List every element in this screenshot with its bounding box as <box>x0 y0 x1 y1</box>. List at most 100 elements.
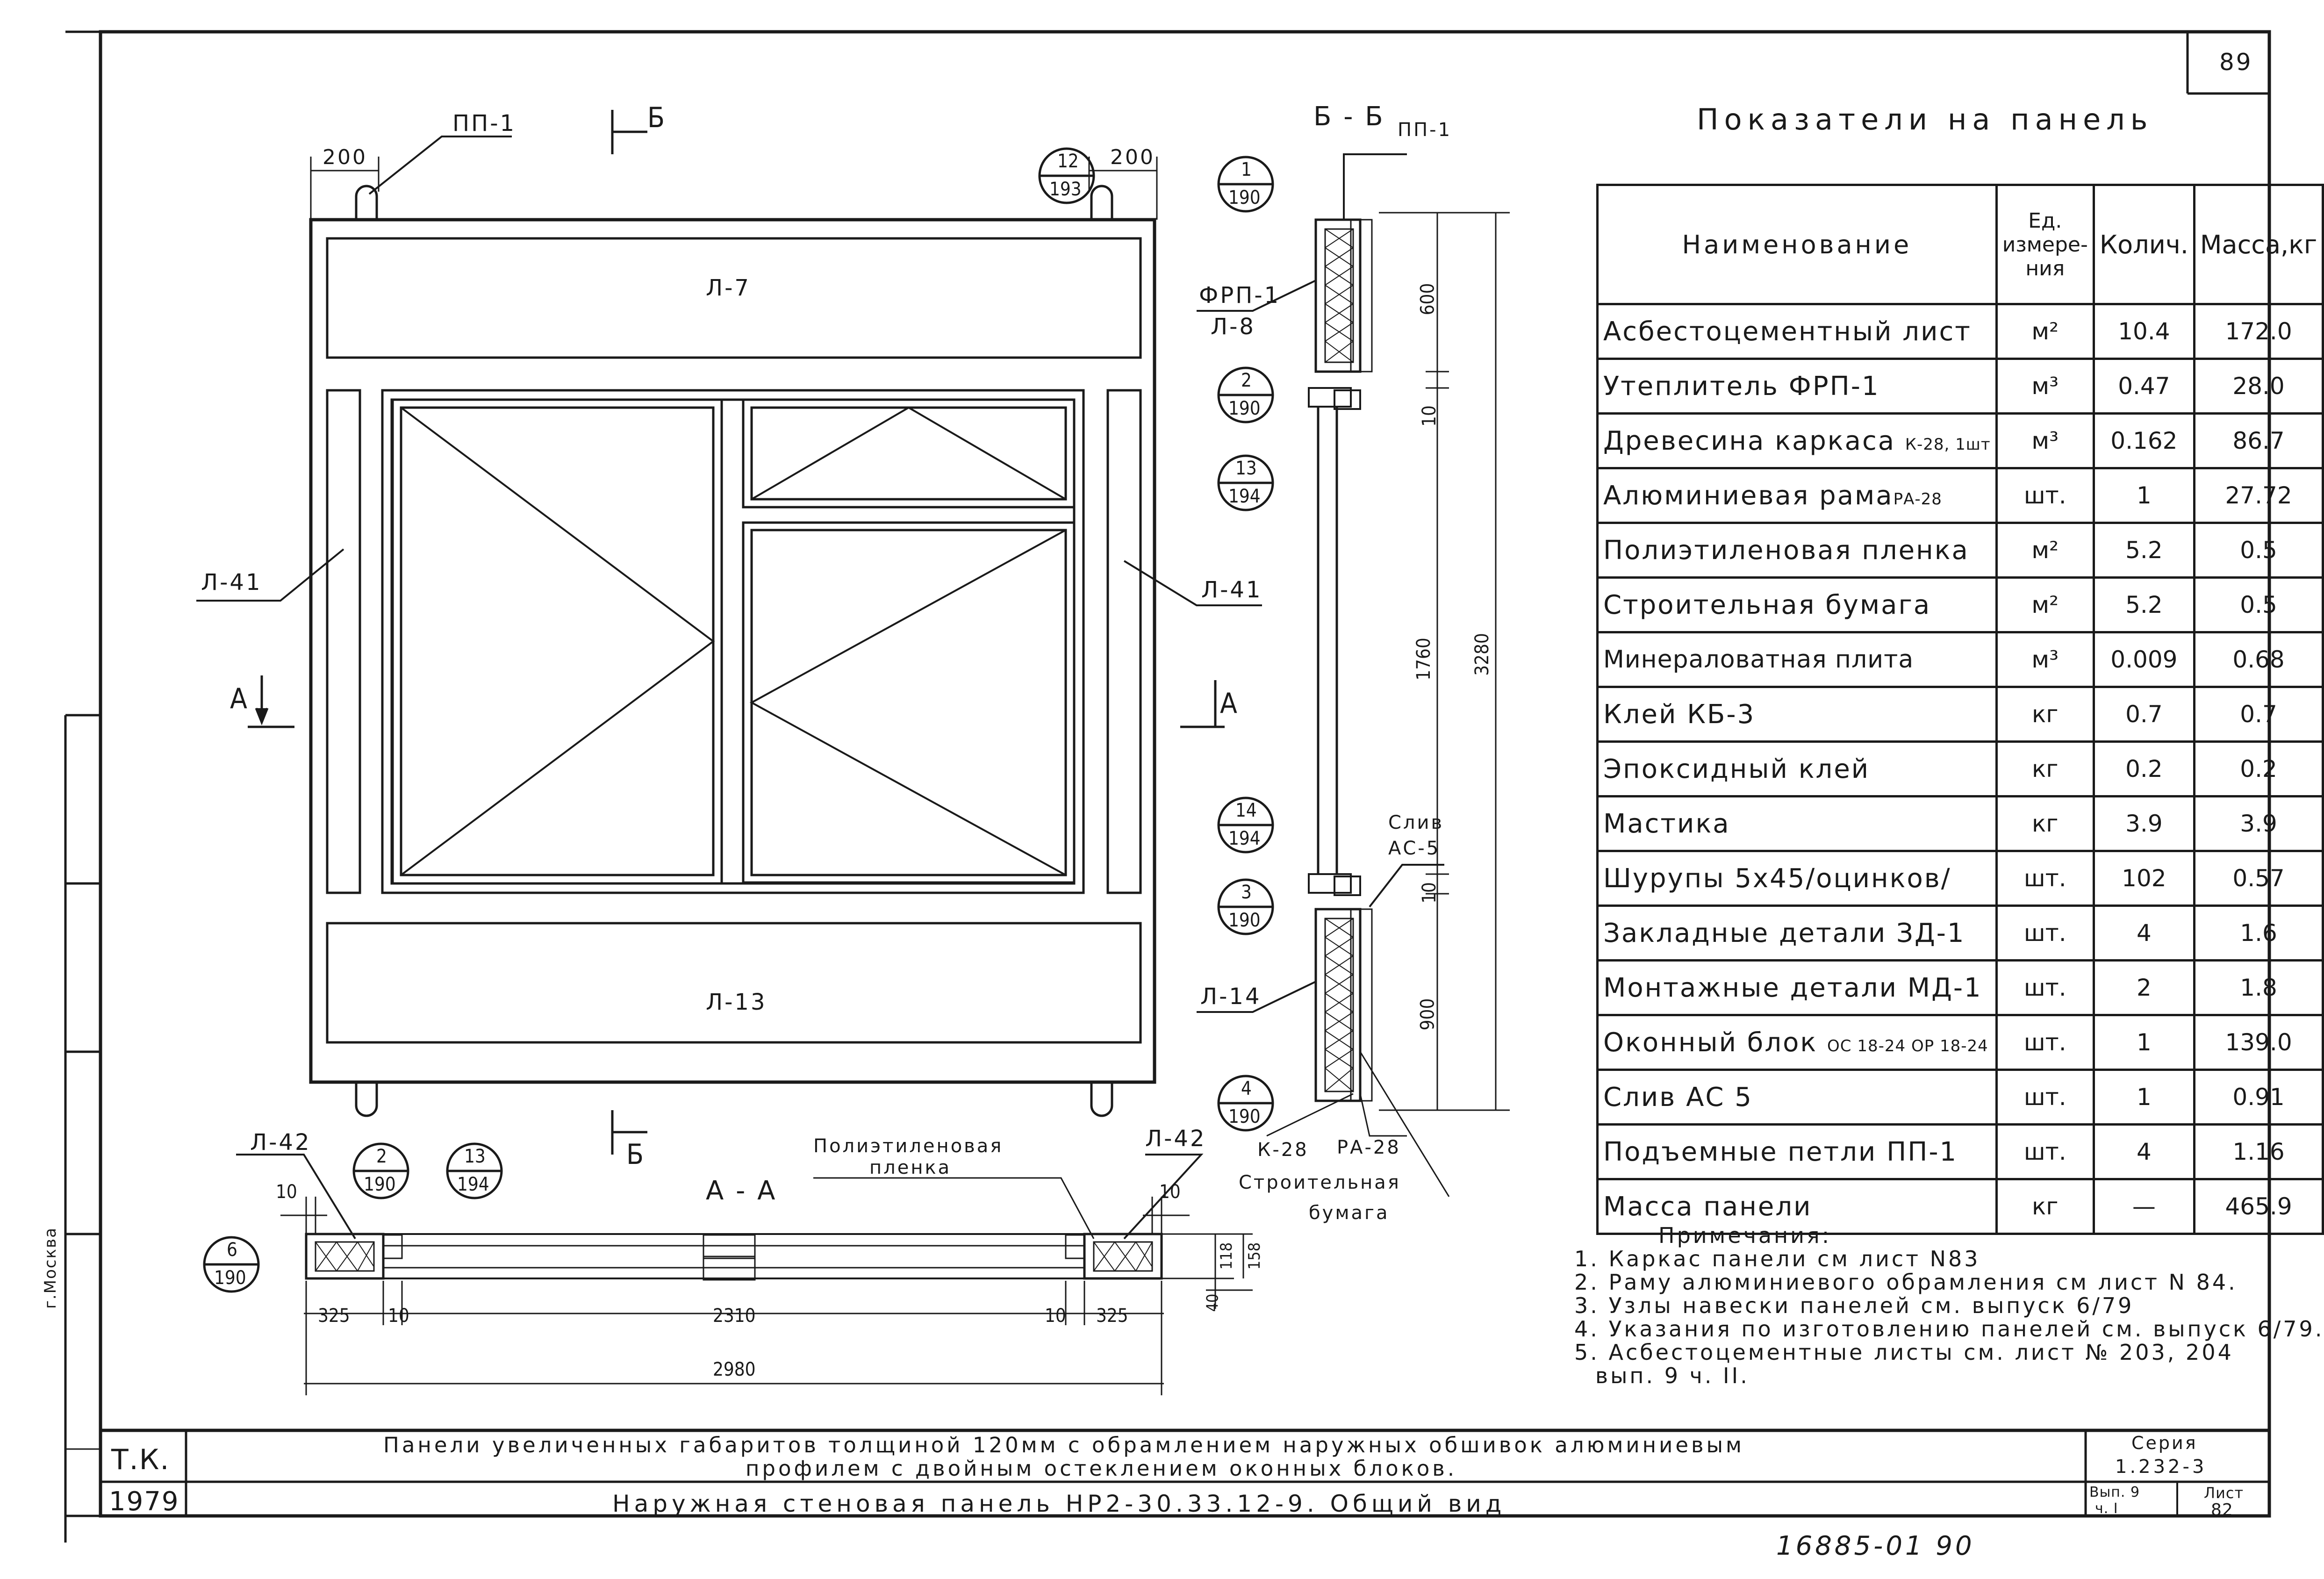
title-block-org: Т.К. <box>111 1443 170 1476</box>
row-name: Оконный блок <box>1603 1027 1818 1058</box>
section-aa-title: А - А <box>706 1176 777 1206</box>
sheet-value: 82 <box>2211 1500 2233 1520</box>
section-bb-k28: К-28 <box>1257 1139 1309 1161</box>
section-bb-ac5: АС-5 <box>1388 838 1441 859</box>
row-sub: К-28, 1шт <box>1905 435 1991 454</box>
row-name: Алюминиевая рама <box>1603 480 1894 511</box>
note-item: 1. Каркас панели см лист N83 <box>1574 1246 1980 1271</box>
note-item: 2. Раму алюминиевого обрамления см лист … <box>1574 1270 2238 1295</box>
table-header-row: Наименование Ед. измере-ния Колич. Масса… <box>1596 184 2324 305</box>
dim-325-left: 325 <box>318 1305 350 1327</box>
dim-10-top: 10 <box>1418 405 1440 427</box>
note-item: вып. 9 ч. II. <box>1595 1363 1750 1388</box>
section-bb-ra28: РА-28 <box>1337 1137 1401 1158</box>
callout-num: 2 <box>1241 370 1252 391</box>
sheet-number-top: 89 <box>2219 49 2253 76</box>
callout-num: 3 <box>1241 882 1252 903</box>
dim-2980: 2980 <box>713 1359 756 1380</box>
callout-den: 194 <box>1228 828 1261 849</box>
note-item: 4. Указания по изготовлению панелей см. … <box>1574 1316 2324 1342</box>
section-bb-pp1: ПП-1 <box>1398 119 1452 141</box>
callout-den: 190 <box>1228 1106 1261 1127</box>
dim-2310: 2310 <box>713 1305 756 1327</box>
title-line-2: профилем с двойным остеклением оконных б… <box>746 1456 1457 1481</box>
notes-title: Примечания: <box>1658 1223 1832 1248</box>
section-bb-title: Б - Б <box>1313 101 1385 132</box>
row-sub: ОС 18-24 ОР 18-24 <box>1827 1036 1988 1055</box>
header-name: Наименование <box>1596 184 1998 305</box>
dim-200-left: 200 <box>323 145 367 169</box>
series-value: 1.232-3 <box>2115 1456 2207 1478</box>
title-block-year: 1979 <box>109 1486 179 1517</box>
dim-600: 600 <box>1417 283 1439 316</box>
section-aa-film-2: пленка <box>869 1157 952 1178</box>
section-aa-film-1: Полиэтиленовая <box>813 1135 1004 1157</box>
dim-900: 900 <box>1417 998 1439 1031</box>
callout-den: 190 <box>214 1267 246 1289</box>
callout-num: 12 <box>1057 151 1079 172</box>
section-mark-a-right: А <box>1220 687 1237 720</box>
panel-label-l7: Л-7 <box>706 275 751 301</box>
dim-40: 40 <box>1203 1293 1222 1312</box>
callout-den: 190 <box>364 1174 396 1195</box>
callout-den: 194 <box>457 1174 489 1195</box>
dim-118: 118 <box>1217 1242 1236 1270</box>
callout-num: 6 <box>227 1239 237 1261</box>
archive-number: 16885-01 90 <box>1776 1531 1975 1561</box>
section-mark-a-left: А <box>230 682 247 715</box>
callout-num: 14 <box>1235 800 1257 821</box>
indicators-table: Наименование Ед. измере-ния Колич. Масса… <box>1596 184 2324 1235</box>
dim-10-right: 10 <box>1045 1305 1066 1327</box>
notes-block: Примечания: 1. Каркас панели см лист N83… <box>1574 1224 2324 1387</box>
row-sub: РА-28 <box>1893 489 1942 509</box>
header-unit: Ед. измере-ния <box>1995 184 2095 305</box>
section-mark-b-bottom: Б <box>626 1138 644 1171</box>
section-bb-frp1: ФРП-1 <box>1199 282 1281 309</box>
section-bb-l14: Л-14 <box>1200 983 1262 1010</box>
callout-den: 190 <box>1228 398 1261 419</box>
panel-label-l13: Л-13 <box>706 989 767 1015</box>
dim-3280: 3280 <box>1471 633 1493 676</box>
section-bb-paper-2: бумага <box>1309 1202 1390 1224</box>
dim-10-bottom: 10 <box>1418 882 1440 904</box>
section-mark-b-top: Б <box>647 101 665 134</box>
row-name: Древесина каркаса <box>1603 425 1896 456</box>
section-bb-paper-1: Строительная <box>1239 1172 1401 1193</box>
title-line-1: Панели увеличенных габаритов толщиной 12… <box>383 1433 1745 1457</box>
header-mass: Масса,кг <box>2193 184 2324 305</box>
sheet-label: Лист <box>2204 1484 2244 1502</box>
table-title: Показатели на панель <box>1697 102 2153 136</box>
dim-1760: 1760 <box>1413 638 1435 681</box>
callout-num: 2 <box>376 1146 387 1167</box>
series-label: Серия <box>2131 1433 2198 1453</box>
callout-num: 13 <box>1235 458 1257 479</box>
callout-num: 1 <box>1241 159 1252 180</box>
issue-value: ч. I <box>2095 1500 2118 1517</box>
panel-label-l41-left: Л-41 <box>201 569 262 596</box>
callout-den: 193 <box>1049 179 1082 200</box>
dim-10-aa-left: 10 <box>276 1181 297 1203</box>
dim-10-aa-right: 10 <box>1159 1181 1181 1203</box>
pp1-label: ПП-1 <box>452 110 516 136</box>
left-stamp-city: г.Москва <box>41 1227 60 1309</box>
callout-den: 190 <box>1228 187 1261 208</box>
callout-num: 4 <box>1241 1078 1252 1099</box>
section-bb-sliv: Слив <box>1388 812 1444 833</box>
note-item: 5. Асбестоцементные листы см. лист № 203… <box>1574 1340 2234 1365</box>
